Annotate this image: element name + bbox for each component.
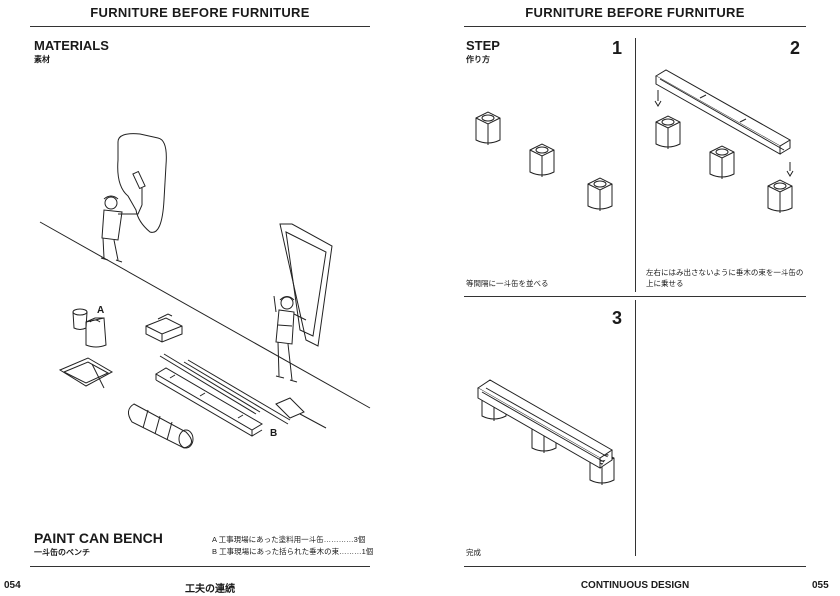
right-top-rule bbox=[464, 26, 806, 27]
material-item-a: A 工事現場にあった塗料用一斗缶…………3個 bbox=[212, 535, 366, 544]
label-b: B bbox=[270, 428, 278, 439]
project-title: PAINT CAN BENCH bbox=[34, 530, 163, 546]
materials-illustration bbox=[39, 133, 371, 449]
label-a: A bbox=[97, 305, 105, 316]
carrying-worker-figure bbox=[273, 295, 307, 383]
step-2-caption: 左右にはみ出さないように垂木の束を一斗缶の上に乗せる bbox=[646, 268, 804, 288]
painter-worker-figure bbox=[100, 170, 146, 263]
toolbox bbox=[145, 313, 183, 343]
right-footer-title: CONTINUOUS DESIGN bbox=[580, 580, 690, 591]
paint-cans-a bbox=[72, 308, 107, 348]
right-folio: 055 bbox=[812, 580, 829, 591]
right-running-head: FURNITURE BEFORE FURNITURE bbox=[525, 5, 745, 20]
step-subtitle: 作り方 bbox=[466, 55, 490, 64]
step-divider-horizontal bbox=[464, 296, 806, 297]
step-2-timber bbox=[654, 69, 794, 177]
step-2-number: 2 bbox=[790, 38, 801, 58]
step-3-number: 3 bbox=[612, 308, 623, 328]
left-top-rule bbox=[30, 26, 370, 27]
right-bottom-rule bbox=[464, 566, 806, 567]
step-divider-vertical-top bbox=[635, 38, 636, 292]
left-folio: 054 bbox=[4, 580, 21, 591]
step-1-number: 1 bbox=[612, 38, 623, 58]
paint-tray bbox=[58, 357, 114, 389]
left-running-head: FURNITURE BEFORE FURNITURE bbox=[90, 5, 310, 20]
left-footer-title: 工夫の連続 bbox=[185, 584, 235, 595]
window-frame-figure bbox=[279, 223, 333, 347]
pole-1 bbox=[159, 355, 257, 415]
pole-2 bbox=[183, 361, 289, 425]
step-1-caption: 等間隔に一斗缶を並べる bbox=[466, 279, 549, 288]
left-bottom-rule bbox=[30, 566, 370, 567]
step-divider-vertical-bottom bbox=[635, 300, 636, 556]
rolled-insulation bbox=[128, 403, 194, 449]
step-3-bench-top bbox=[477, 379, 613, 469]
step-title: STEP bbox=[466, 38, 500, 53]
step-3-caption: 完成 bbox=[466, 548, 481, 557]
trowel bbox=[275, 397, 327, 429]
materials-title: MATERIALS bbox=[34, 38, 109, 53]
project-subtitle: 一斗缶のベンチ bbox=[34, 548, 90, 557]
paint-patch bbox=[117, 133, 167, 233]
materials-subtitle: 素材 bbox=[34, 55, 50, 64]
timber-bundle-b bbox=[155, 367, 263, 437]
ground-line bbox=[39, 221, 371, 409]
step-1-cans bbox=[475, 111, 613, 212]
material-item-b: B 工事現場にあった括られた垂木の束………1個 bbox=[212, 547, 374, 556]
